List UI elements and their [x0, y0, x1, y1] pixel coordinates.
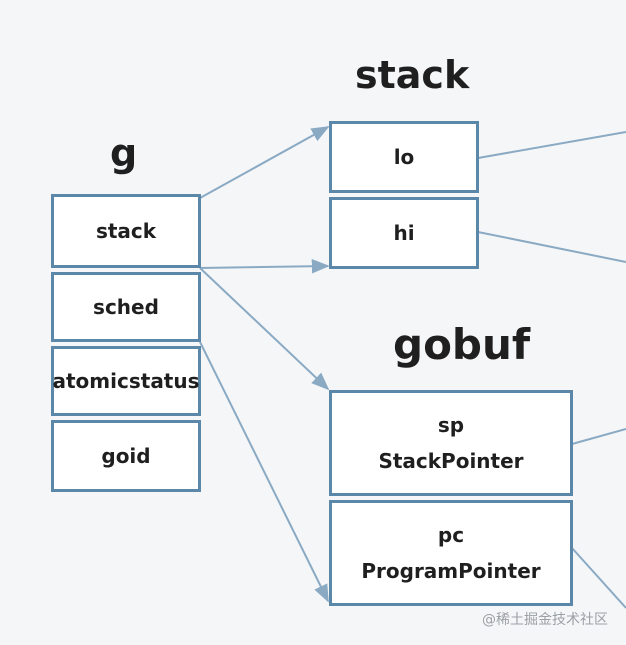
stack-field-lo-label: lo — [393, 145, 415, 169]
struct-g: stack sched atomicstatus goid — [51, 194, 201, 492]
gobuf-field-pc-name: pc — [437, 523, 465, 547]
edge-g-sched-to-gobuf-sp — [199, 267, 330, 391]
g-field-stack-label: stack — [95, 219, 157, 243]
gobuf-field-sp-desc: StackPointer — [378, 449, 524, 473]
edge-gobuf-pc-out — [571, 547, 626, 609]
stack-field-hi-label: hi — [393, 221, 415, 245]
edge-stack-lo-out — [477, 131, 626, 159]
struct-gobuf-title: gobuf — [393, 320, 531, 369]
g-field-goid-label: goid — [101, 444, 151, 468]
g-field-sched-label: sched — [93, 295, 159, 319]
g-field-goid: goid — [51, 420, 201, 492]
struct-gobuf: sp StackPointer pc ProgramPointer — [329, 390, 573, 606]
struct-stack: lo hi — [329, 121, 479, 269]
g-field-atomicstatus: atomicstatus — [51, 346, 201, 416]
stack-field-lo: lo — [329, 121, 479, 193]
edge-g-sched-to-gobuf-pc — [199, 341, 329, 603]
g-field-stack: stack — [51, 194, 201, 268]
gobuf-field-pc: pc ProgramPointer — [329, 500, 573, 606]
watermark: @稀土掘金技术社区 — [482, 612, 608, 628]
struct-stack-title: stack — [355, 53, 470, 97]
gobuf-field-sp-name: sp — [437, 413, 465, 437]
g-field-sched: sched — [51, 272, 201, 342]
g-field-atomicstatus-label: atomicstatus — [52, 369, 200, 393]
gobuf-field-sp: sp StackPointer — [329, 390, 573, 496]
edge-stack-hi-out — [477, 231, 626, 263]
stack-field-hi: hi — [329, 197, 479, 269]
edge-g-stack-to-stack-hi — [199, 259, 330, 274]
struct-g-title: g — [110, 131, 138, 175]
edge-gobuf-sp-out — [571, 428, 626, 445]
gobuf-field-pc-desc: ProgramPointer — [361, 559, 541, 583]
edge-g-stack-to-stack-lo — [199, 126, 330, 199]
